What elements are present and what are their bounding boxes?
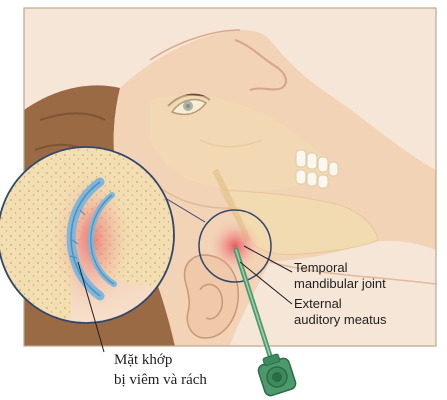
inset-label-line1: Mặt khớp — [114, 352, 173, 368]
meatus-leader-line — [239, 261, 293, 305]
inflammation-glow — [209, 220, 261, 272]
tmj-leader-line — [243, 245, 293, 273]
nose — [234, 39, 287, 91]
ear — [183, 254, 239, 339]
meatus-label-line2: auditory meatus — [294, 312, 387, 327]
tmj-label-line2: mandibular joint — [294, 276, 386, 291]
inset-label-line2: bị viêm và rách — [114, 372, 207, 388]
probe — [233, 247, 297, 397]
joint-highlight-circle — [198, 209, 272, 283]
inset-leader-line — [77, 261, 105, 353]
tmj-label-line1: Temporal — [294, 260, 348, 275]
maxilla-bone — [150, 95, 335, 191]
meatus-label-line1: External — [294, 296, 342, 311]
teeth — [295, 149, 339, 189]
inset-magnified-joint — [0, 146, 175, 324]
